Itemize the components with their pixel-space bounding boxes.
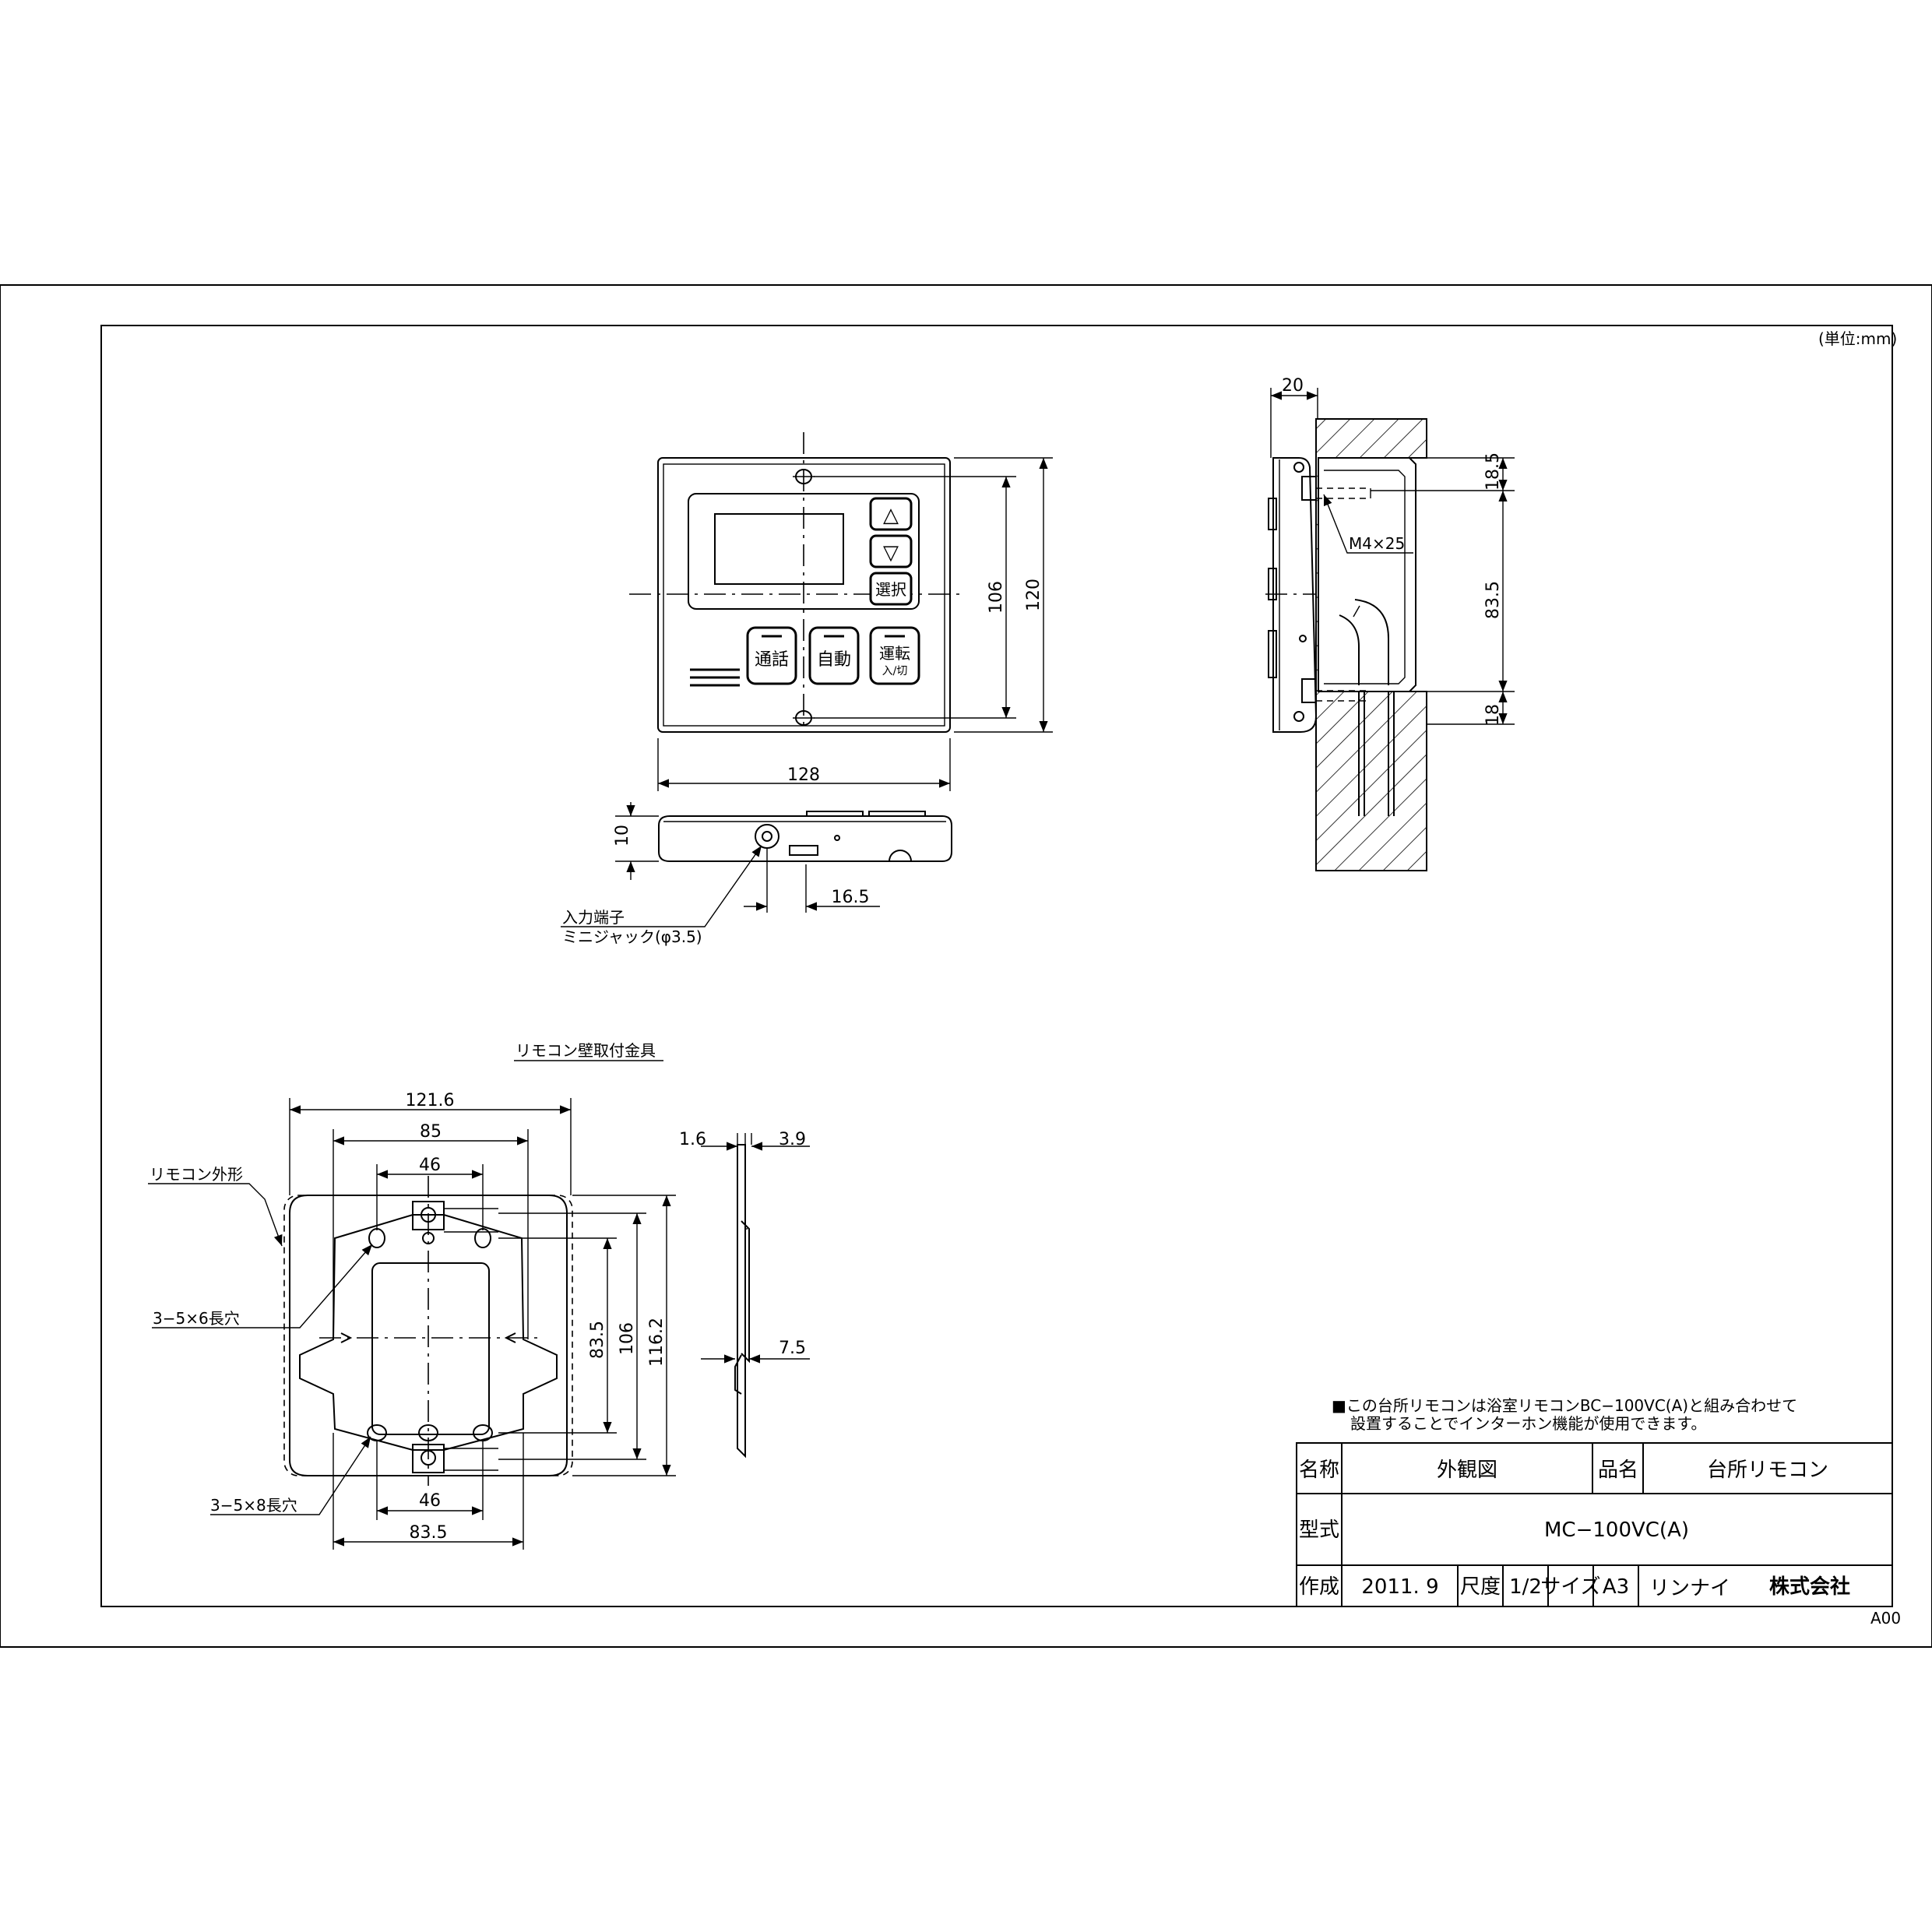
dim-83-5: 83.5 <box>588 1321 607 1359</box>
slot-hole <box>367 1424 387 1441</box>
outer-frame <box>0 284 1932 1648</box>
dim-top-46: 46 <box>419 1156 441 1175</box>
bracket-title: リモコン壁取付金具 <box>516 1041 656 1060</box>
jack-icon <box>755 824 779 849</box>
revision-code: A00 <box>1870 1609 1901 1628</box>
remote-side-body <box>1272 457 1318 733</box>
up-button[interactable]: △ <box>869 497 913 531</box>
dim-1-6: 1.6 <box>679 1130 706 1149</box>
wall-section <box>1315 418 1427 871</box>
size-label: サイズ <box>1540 1575 1600 1599</box>
date-value: 2011. 9 <box>1361 1575 1438 1599</box>
compatibility-note: ■この台所リモコンは浴室リモコンBC−100VC(A)と組み合わせて 設置するこ… <box>1332 1396 1797 1433</box>
model-label: 型式 <box>1299 1519 1339 1542</box>
note-line-1: ■この台所リモコンは浴室リモコンBC−100VC(A)と組み合わせて <box>1332 1396 1797 1415</box>
up-arrow-icon: △ <box>883 504 899 527</box>
size-value: A3 <box>1603 1575 1629 1599</box>
mount-hole-bottom <box>793 710 815 726</box>
remote-outline <box>283 1195 573 1476</box>
dim-jack-16-5: 16.5 <box>832 888 870 907</box>
dim-thickness-10: 10 <box>613 825 632 846</box>
down-button[interactable]: ▽ <box>869 534 913 568</box>
scale-label: 尺度 <box>1460 1575 1501 1599</box>
slot-top-label: 3−5×6長穴 <box>153 1309 240 1328</box>
dim-depth-20: 20 <box>1282 376 1304 396</box>
bracket-view: リモコン壁取付金具 121.6 <box>148 1041 676 1550</box>
dim-116-2: 116.2 <box>647 1318 667 1367</box>
dim-side-83-5: 83.5 <box>1483 581 1503 619</box>
inner-frame <box>100 325 1893 1607</box>
dim-106: 106 <box>618 1322 637 1355</box>
select-label: 選択 <box>875 580 906 599</box>
jack-sublabel: ミニジャック(φ3.5) <box>562 927 702 946</box>
name-value: 外観図 <box>1437 1459 1497 1482</box>
slot-bottom-label: 3−5×8長穴 <box>210 1496 297 1515</box>
lcd-screen <box>714 513 844 585</box>
front-view: △ ▽ 選択 通話 自動 運転 <box>629 432 1053 791</box>
dim-width-128: 128 <box>657 738 951 791</box>
svg-text:106: 106 <box>987 581 1006 614</box>
dim-side-18-5: 18.5 <box>1483 452 1503 491</box>
company-suffix: 株式会社 <box>1769 1575 1850 1599</box>
dim-121-6: 121.6 <box>406 1091 455 1110</box>
select-button[interactable]: 選択 <box>869 572 913 606</box>
title-block: 名称 外観図 品名 台所リモコン 型式 MC−100VC(A) 作成 2011.… <box>1296 1442 1893 1607</box>
note-line-2: 設置することでインターホン機能が使用できます。 <box>1350 1414 1706 1433</box>
talk-button[interactable]: 通話 <box>746 626 797 685</box>
name-label: 名称 <box>1299 1459 1339 1482</box>
power-label-top: 運転 <box>879 644 910 663</box>
power-button[interactable]: 運転 入/切 <box>869 626 920 685</box>
speaker-grille <box>690 668 740 687</box>
unit-note: (単位:mm) <box>1818 329 1897 348</box>
dim-side-18: 18 <box>1483 704 1503 726</box>
mount-hole-top <box>793 469 815 484</box>
product-label: 品名 <box>1598 1459 1638 1482</box>
company-brand: リンナイ <box>1649 1577 1730 1600</box>
dim-7-5: 7.5 <box>779 1339 806 1358</box>
bracket-plate <box>289 1195 568 1476</box>
remote-body <box>657 457 951 733</box>
model-value: MC−100VC(A) <box>1544 1519 1689 1542</box>
dim-height-106: 106 <box>814 476 1016 719</box>
dim-bottom-83-5: 83.5 <box>410 1523 448 1543</box>
screw-label: M4×25 <box>1349 534 1405 553</box>
bottom-view: 10 16.5 入力端子 ミニジャック(φ3.5) <box>561 802 952 946</box>
slot-hole <box>473 1424 493 1441</box>
bracket-side-view: 1.6 3.9 7.5 <box>679 1130 810 1459</box>
talk-label: 通話 <box>755 650 789 670</box>
auto-button[interactable]: 自動 <box>808 626 860 685</box>
side-view: M4×25 20 18.5 83.5 18 <box>1265 376 1515 871</box>
down-arrow-icon: ▽ <box>883 541 899 565</box>
svg-text:128: 128 <box>787 765 820 785</box>
date-label: 作成 <box>1299 1575 1339 1599</box>
auto-label: 自動 <box>817 650 851 670</box>
dim-3-9: 3.9 <box>779 1130 806 1149</box>
dim-bottom-46: 46 <box>419 1491 441 1511</box>
svg-text:120: 120 <box>1024 579 1043 611</box>
product-value: 台所リモコン <box>1707 1459 1828 1482</box>
outline-label: リモコン外形 <box>150 1165 243 1184</box>
display-frame <box>688 493 920 610</box>
dim-85: 85 <box>420 1122 442 1142</box>
dim-height-120: 120 <box>954 457 1053 733</box>
power-label-bottom: 入/切 <box>882 665 908 677</box>
scale-value: 1/2 <box>1509 1575 1542 1599</box>
jack-label: 入力端子 <box>562 908 625 927</box>
